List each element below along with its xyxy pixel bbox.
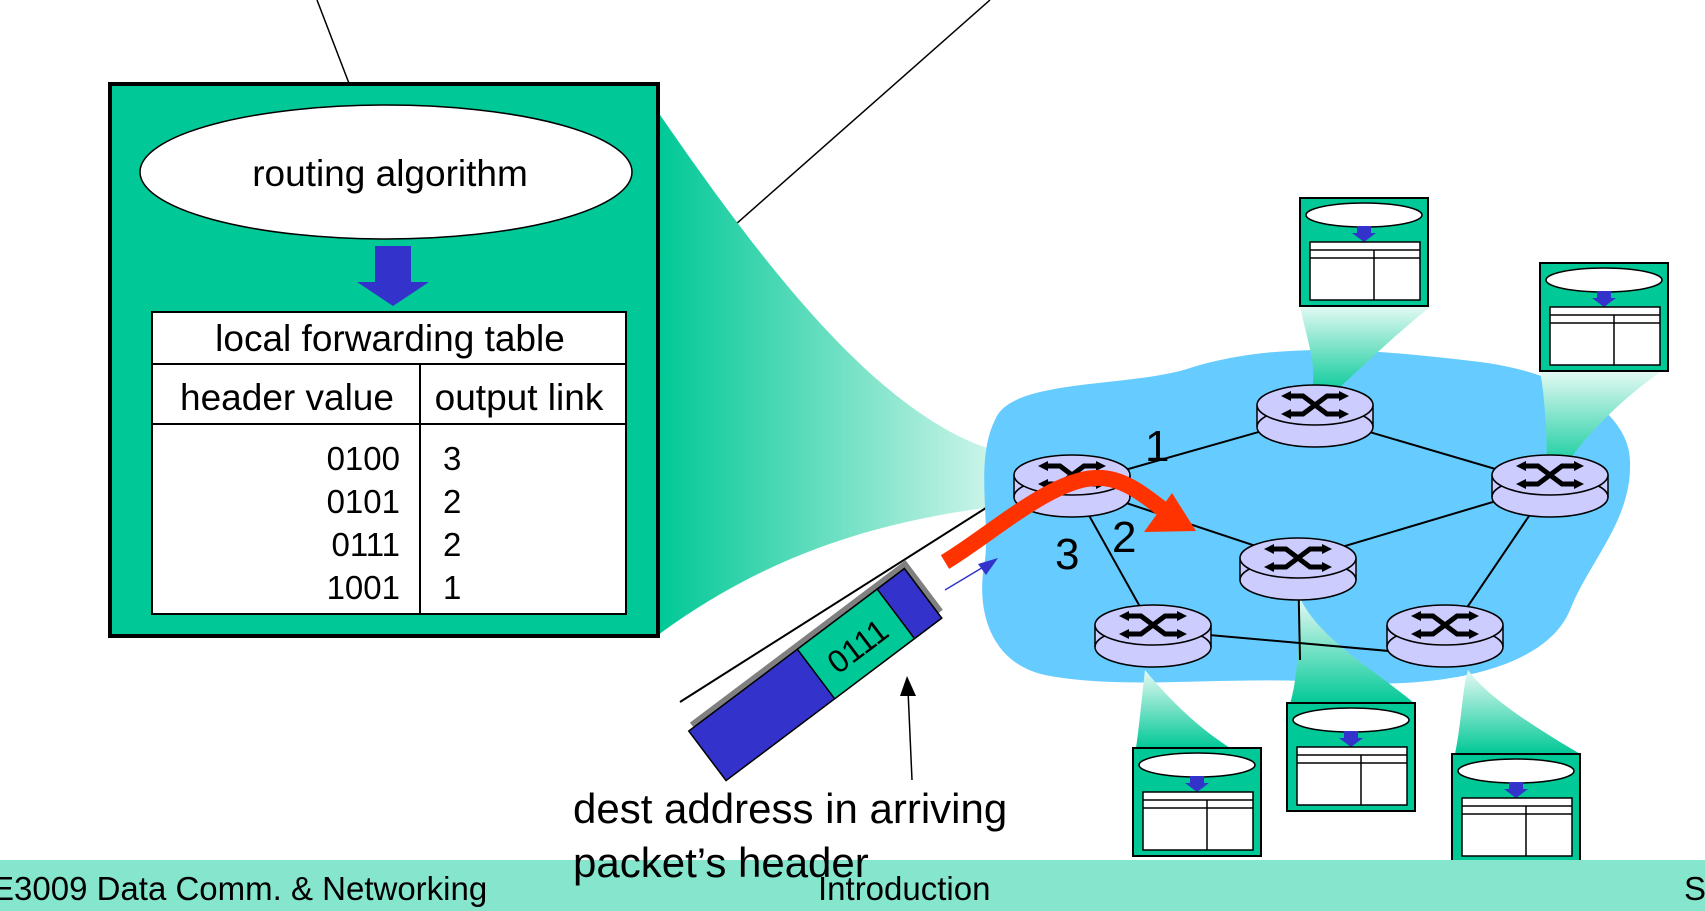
packet-direction-arrowhead-icon [978,558,998,575]
table-row-output-link: 1 [443,569,461,606]
col-output-link: output link [435,377,604,418]
packet: 0111 [687,560,943,782]
router-zoom-box: routing algorithm local forwarding table… [108,82,660,638]
footer-page: S [1684,870,1705,907]
caption-line-1: dest address in arriving [573,785,1008,832]
caption: dest address in arriving packet’s header [573,782,1007,890]
footer-section: Introduction [818,870,991,907]
caption-pointer-line [907,689,913,781]
zoom-fan [658,112,1010,635]
incoming-link [679,479,1031,703]
table-row-output-link: 2 [443,483,461,520]
link-label-2: 2 [1112,513,1136,562]
table-title: local forwarding table [215,318,565,359]
router-icon-right [1492,455,1608,517]
mini-table-bottom-center [1286,702,1416,812]
router-icon-top [1257,385,1373,447]
forwarding-path-arrowhead-icon [1144,493,1196,532]
footer-course: E3009 Data Comm. & Networking [0,870,488,907]
router-icon-bottom-right [1387,605,1503,667]
caption-line-2: packet’s header [573,839,869,886]
link-label-1: 1 [1145,422,1169,471]
table-row-output-link: 3 [443,440,461,477]
table-row-header-value: 0100 [327,440,400,477]
forwarding-table: local forwarding table header value outp… [151,311,627,615]
routing-algorithm-ellipse [139,104,633,240]
fan-top [1300,305,1433,396]
table-row-header-value: 1001 [327,569,400,606]
fan-right [1540,370,1663,475]
routing-algorithm-label: routing algorithm [252,153,528,194]
col-header-value: header value [180,377,394,418]
link-label-3: 3 [1055,530,1079,579]
footer-bar [0,860,1705,911]
fan-bottom-left [1136,670,1230,748]
fan-bottom-center [1290,598,1415,704]
mini-table-top [1299,197,1429,307]
table-row-output-link: 2 [443,526,461,563]
router-icon-center [1240,538,1356,600]
fan-bottom-right [1455,670,1580,754]
down-arrow-icon [357,246,429,306]
mini-table-bottom-right [1451,753,1581,863]
mini-table-right [1539,262,1669,372]
forwarding-path [940,469,1175,569]
table-row-header-value: 0101 [327,483,400,520]
table-row-header-value: 0111 [331,526,400,563]
router-icon-bottom-left [1095,605,1211,667]
packet-direction-line [944,565,986,591]
caption-pointer-arrowhead-icon [900,676,916,696]
mini-table-bottom-left [1132,747,1262,857]
network-cloud [982,349,1631,684]
